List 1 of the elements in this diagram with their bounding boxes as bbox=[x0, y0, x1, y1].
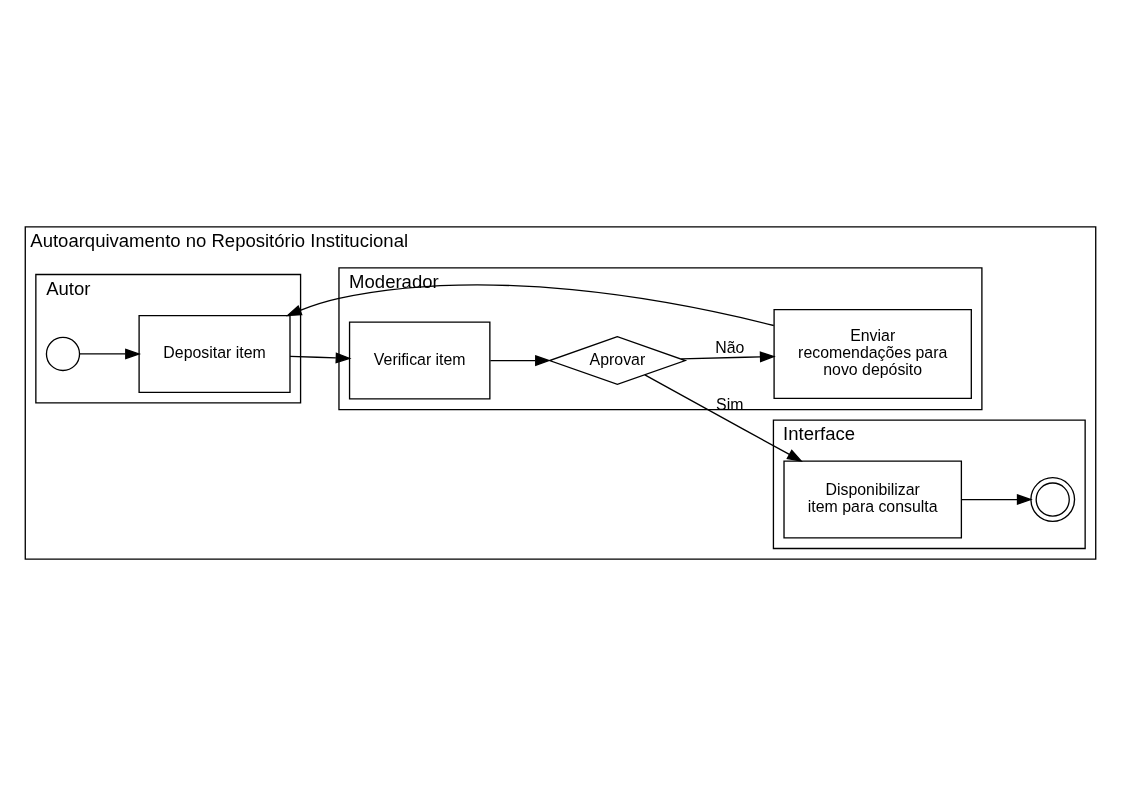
edge-label: Não bbox=[715, 338, 745, 356]
